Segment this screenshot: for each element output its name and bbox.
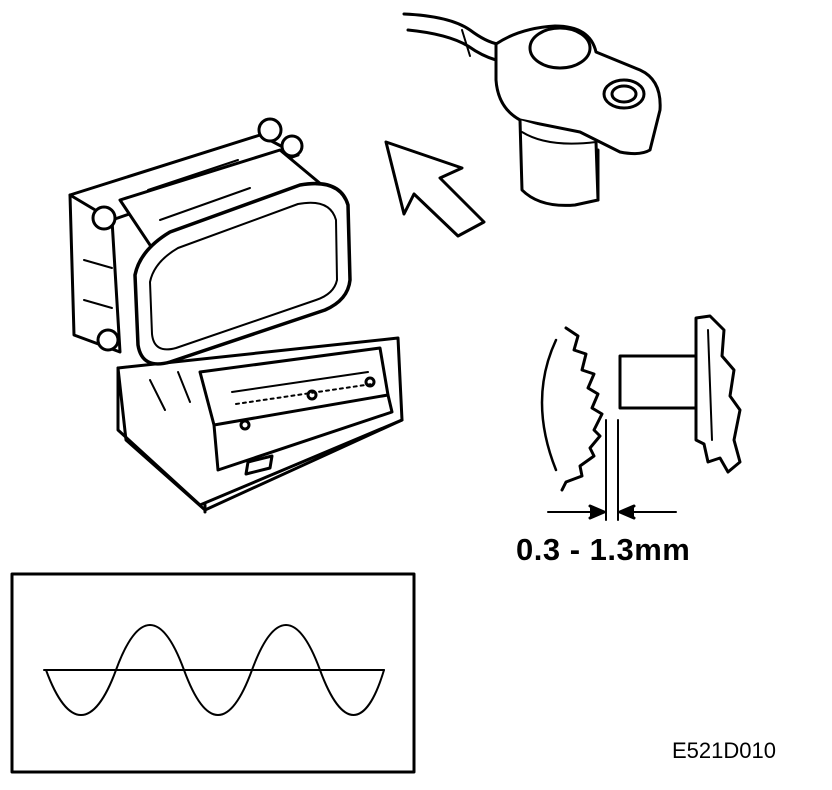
speed-sensor [402, 12, 662, 207]
waveform-panel [10, 572, 416, 774]
direction-arrow [384, 140, 486, 238]
tone-ring-detail [540, 314, 742, 521]
gap-dimension-label: 0.3 - 1.3mm [516, 532, 691, 567]
abs-hydraulic-unit [68, 117, 404, 514]
figure-id-label: E521D010 [672, 738, 776, 763]
